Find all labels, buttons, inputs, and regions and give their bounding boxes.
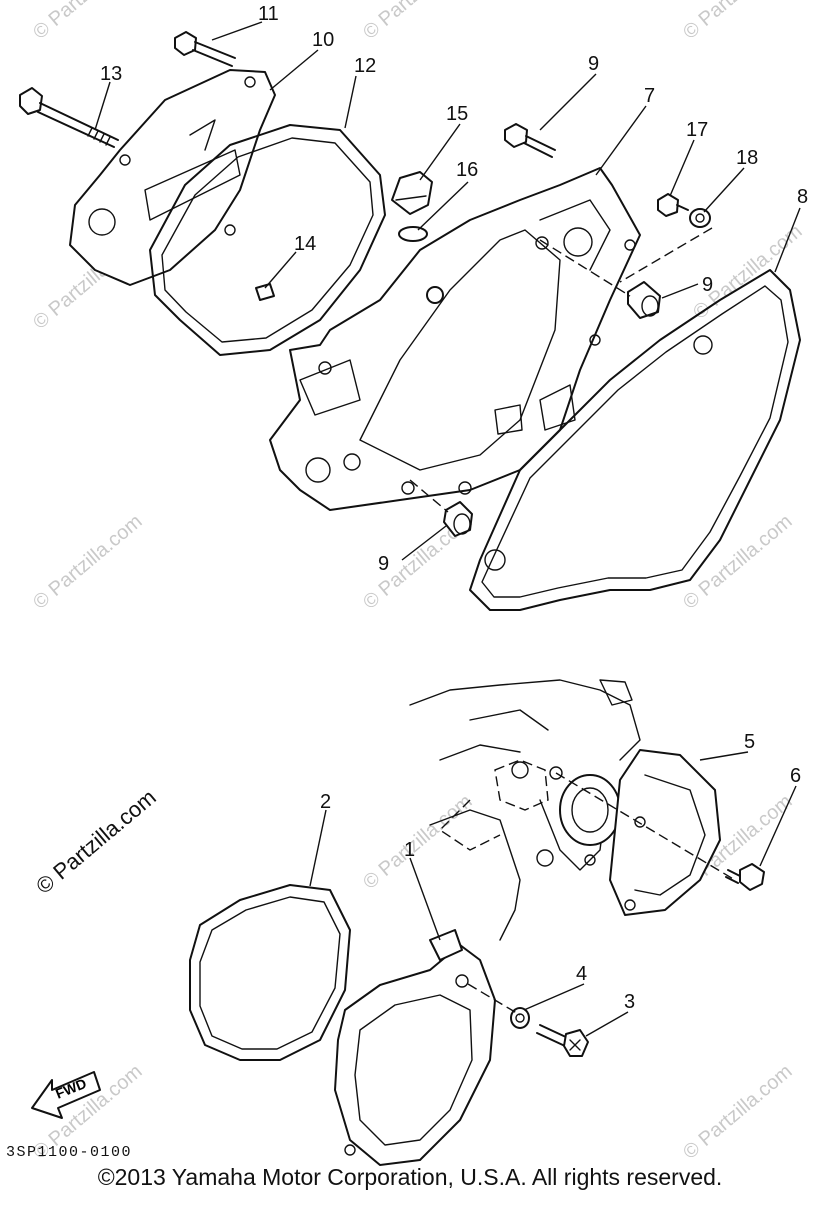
callout-label: 11	[258, 3, 279, 25]
diagram-code: 3SP1100-0100	[6, 1144, 133, 1161]
callout-label: 2	[320, 791, 331, 813]
dowel-pin-9-lower-icon	[443, 501, 473, 537]
callout-label: 1	[404, 839, 415, 861]
copyright-notice: ©2013 Yamaha Motor Corporation, U.S.A. A…	[97, 1164, 723, 1190]
ignition-cover-1	[334, 929, 496, 1166]
callout-label: 4	[576, 963, 587, 985]
bolt-3-icon	[536, 1024, 589, 1057]
callout-label: 16	[456, 159, 478, 181]
callout-layer: 11 10 12 13 15 16 14 9 7 17 18 8 9 9 5 6…	[94, 3, 808, 1037]
callout-label: 14	[294, 233, 316, 255]
watermark: © Partzilla.com	[679, 0, 796, 44]
callout-label: 3	[624, 991, 635, 1013]
watermark-dark: © Partzilla.com	[31, 784, 161, 898]
callout-label: 15	[446, 103, 468, 125]
callout-label: 18	[736, 147, 758, 169]
alignment-line	[619, 227, 713, 283]
callout-label: 9	[588, 53, 599, 75]
callout-label: 5	[744, 731, 755, 753]
fwd-arrow-icon: FWD	[31, 1071, 101, 1119]
alignment-line	[467, 983, 521, 1016]
water-pump-cover-5	[609, 749, 721, 916]
washer-19-icon	[689, 208, 711, 228]
clutch-cover-11	[69, 69, 276, 286]
watermark: © Partzilla.com	[679, 510, 796, 613]
watermark: © Partzilla.com	[29, 510, 146, 613]
bolt-13-icon	[174, 31, 236, 67]
dowel-pin-15-icon	[255, 283, 275, 301]
watermark: © Partzilla.com	[679, 1060, 796, 1163]
engine-block-outline	[409, 679, 641, 941]
callout-label: 12	[354, 55, 376, 77]
bolt-10-icon	[504, 123, 556, 158]
crankcase-cover-7	[269, 167, 641, 511]
oil-filler-plug-16-icon	[391, 171, 433, 215]
callout-label: 9	[702, 274, 713, 296]
callout-label: 10	[312, 29, 334, 51]
callout-label: 8	[797, 186, 808, 208]
washer-4-icon	[510, 1007, 530, 1029]
gasket-12	[149, 124, 386, 356]
callout-label: 6	[790, 765, 801, 787]
callout-label: 7	[644, 85, 655, 107]
watermark: © Partzilla.com	[359, 0, 476, 44]
dowel-pin-9-upper-icon	[627, 281, 661, 319]
callout-label: 9	[378, 553, 389, 575]
callout-label: 13	[100, 63, 122, 85]
callout-label: 17	[686, 119, 708, 141]
gasket-8	[469, 269, 801, 611]
alignment-line	[409, 479, 449, 513]
watermark: © Partzilla.com	[29, 0, 146, 44]
gasket-2	[189, 884, 351, 1061]
bolt-6-icon	[725, 863, 765, 891]
alignment-line	[555, 772, 736, 881]
alignment-line	[539, 239, 631, 297]
bolt-14-icon	[19, 87, 119, 148]
o-ring-17-icon	[398, 226, 428, 242]
bolt-18-icon	[657, 193, 689, 217]
